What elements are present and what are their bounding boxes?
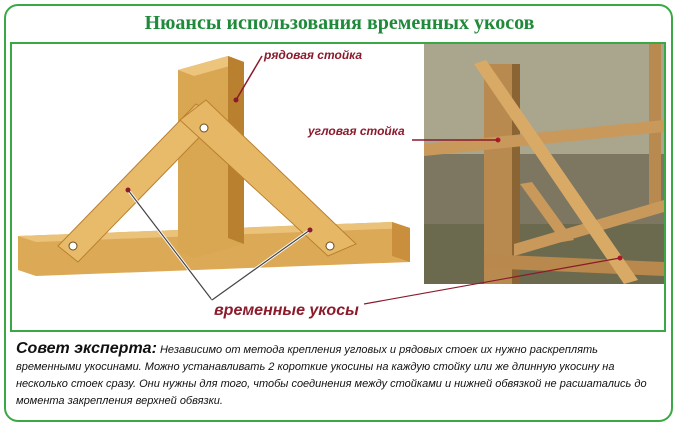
right-brace [179, 99, 357, 257]
leader-dot-brace-left [125, 187, 131, 193]
expert-advice: Совет эксперта: Независимо от метода кре… [16, 340, 666, 410]
bottom-beam-end [392, 222, 410, 262]
advice-heading: Совет эксперта: [16, 340, 157, 357]
vertical-post-top [178, 56, 244, 76]
leader-dot-brace-right [307, 227, 313, 233]
label-row-post: рядовая стойка [264, 48, 363, 62]
bolt-right [325, 241, 335, 251]
page-title: Нюансы использования временных укосов [144, 12, 535, 34]
leader-brace-right [211, 229, 311, 301]
construction-photo [424, 44, 664, 284]
advice-text: Независимо от метода крепления угловых и… [16, 344, 647, 407]
leader-dot-row-post [233, 97, 239, 103]
leader-row-post [235, 55, 263, 101]
bolt-left [68, 241, 78, 251]
label-temp-braces: временные укосы [214, 302, 359, 319]
leader-photo-brace [363, 257, 621, 305]
leader-brace-left [127, 189, 213, 301]
label-corner-post: угловая стойка [308, 124, 405, 138]
bolt-top [199, 123, 209, 133]
photo-scene [424, 44, 664, 284]
